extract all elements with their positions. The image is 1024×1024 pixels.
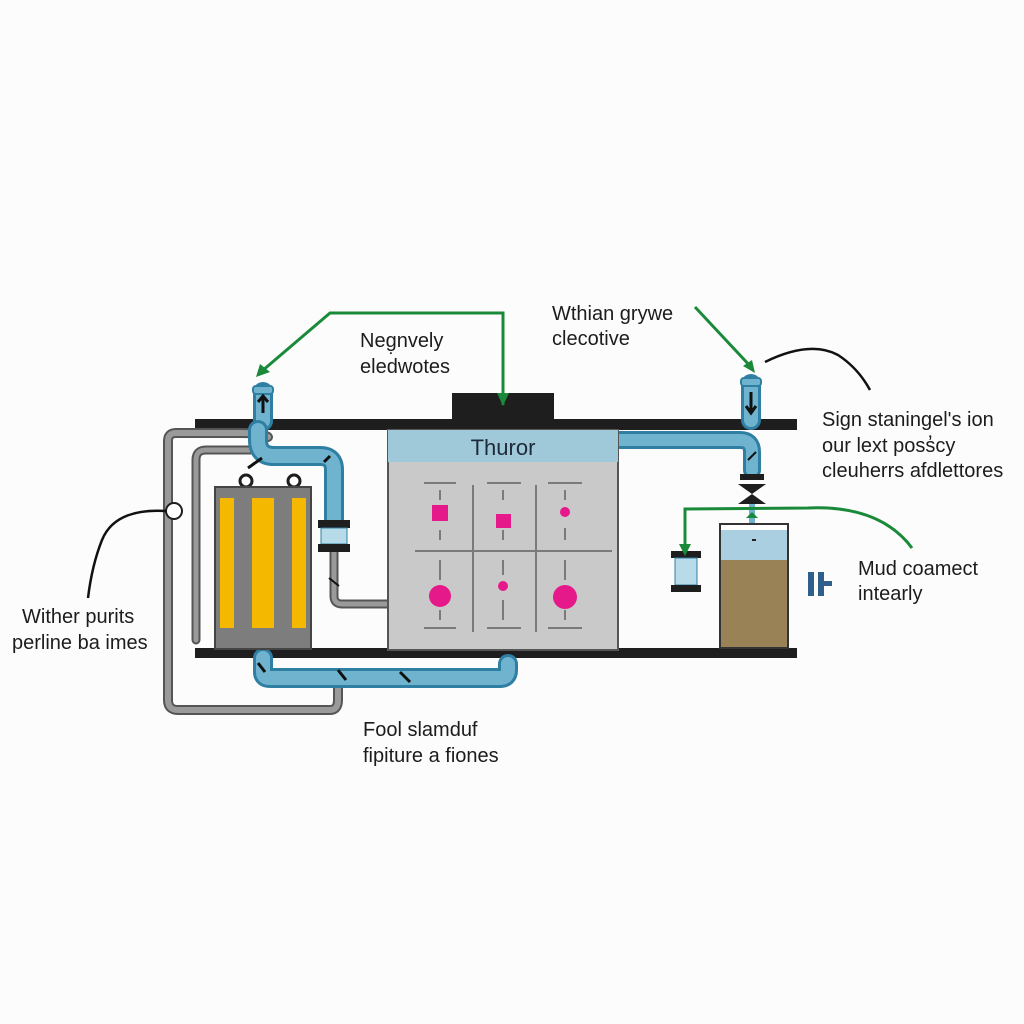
leader-line-right — [764, 347, 872, 391]
label-right-upper-3: cleuherrs afdlettores — [822, 460, 1003, 482]
particle — [432, 505, 448, 521]
label-top-center-1: Neg̣nvely — [360, 330, 443, 354]
coupling-icon — [318, 520, 350, 552]
particle — [429, 585, 451, 607]
label-top-center-2: eledwotes — [360, 356, 450, 378]
down-arrow-icon — [744, 392, 758, 416]
junction-node-icon — [165, 502, 183, 520]
particle — [498, 581, 508, 591]
particle — [560, 507, 570, 517]
label-right-lower-1: Mud coamect — [858, 558, 978, 580]
leader-line-left — [86, 509, 167, 599]
green-arrow-top-right — [693, 305, 754, 370]
label-left-2: perline ba imes — [12, 632, 148, 654]
green-arrow-top-left — [261, 311, 505, 405]
top-rail — [195, 419, 797, 430]
label-top-right-2: clecotive — [552, 328, 630, 350]
up-arrow-icon — [256, 393, 270, 413]
filter-unit — [214, 473, 312, 650]
main-tank: Thuror — [387, 429, 619, 651]
label-bottom-2: fipiture a fiones — [363, 745, 499, 767]
tank-title: Thuror — [471, 435, 536, 460]
label-right-lower-2: intearly — [858, 583, 922, 605]
green-arrow-right — [683, 506, 914, 549]
particle — [553, 585, 577, 609]
label-top-right-1: Wthian grywe — [552, 303, 673, 325]
label-right-upper-2: our lext poss̓cy — [822, 434, 955, 457]
cartridge-icon — [671, 551, 701, 592]
plug-icon — [808, 572, 832, 596]
label-right-upper-1: Sign staningel's ion — [822, 409, 994, 431]
particle — [496, 514, 511, 528]
gray-pipe-into-tank — [329, 552, 390, 609]
bottom-rail — [195, 648, 797, 658]
label-left-1: Wither purits — [22, 606, 134, 628]
label-bottom-1: Fool slamduf — [363, 719, 478, 741]
mud-beaker — [719, 523, 789, 649]
